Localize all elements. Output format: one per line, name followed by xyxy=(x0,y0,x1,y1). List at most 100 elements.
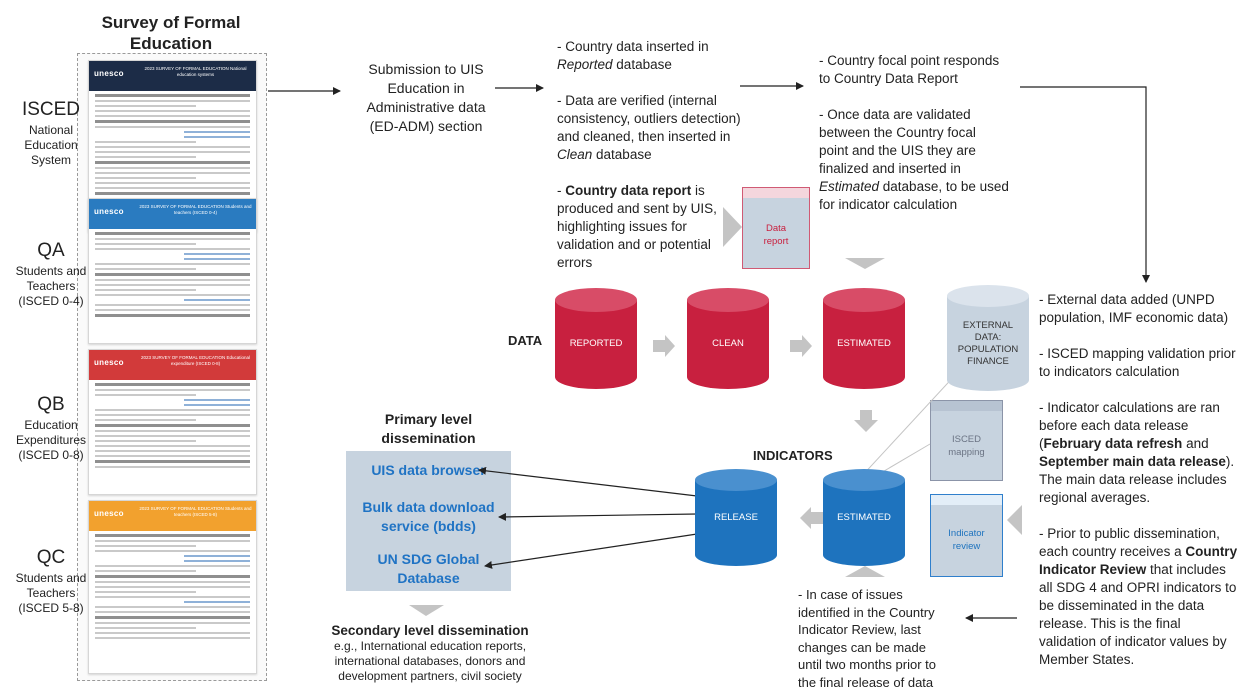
survey-doc-isced: unesco 2023 SURVEY OF FORMAL EDUCATION N… xyxy=(88,60,257,232)
focal-line: finalized and inserted in xyxy=(819,161,961,176)
note-line: Indicator Review xyxy=(1039,562,1147,577)
bulk-data-download-link[interactable]: Bulk data download xyxy=(362,499,495,515)
external-db-label: EXTERNAL DATA: POPULATION FINANCE xyxy=(947,320,1029,368)
focal-line: to Country Data Report xyxy=(819,71,958,86)
survey-doc-header: unesco 2023 SURVEY OF FORMAL EDUCATION N… xyxy=(89,61,256,91)
issues-line: Indicator Review, last xyxy=(798,622,921,637)
section-desc-line: Students and xyxy=(15,264,87,278)
submission-line: (ED-ADM) section xyxy=(369,118,483,134)
arrow-release-to-sdg xyxy=(484,533,698,569)
data-report-line: report xyxy=(763,236,789,247)
survey-title-line1: Survey of Formal xyxy=(101,13,241,32)
section-desc-line: Education xyxy=(24,418,78,432)
survey-doc-qb: unesco 2023 SURVEY OF FORMAL EDUCATION E… xyxy=(88,349,257,495)
section-desc-line: (ISCED 0-8) xyxy=(18,448,84,462)
unesco-logo: unesco xyxy=(94,207,124,216)
process-line: errors xyxy=(557,255,593,270)
section-code: QB xyxy=(37,394,65,415)
process-line: validation and or potential xyxy=(557,237,711,252)
un-sdg-global-database-link-line2[interactable]: Database xyxy=(397,570,460,586)
arrow-focal-to-notes xyxy=(1020,86,1150,283)
issues-line: the final release of data xyxy=(798,674,934,690)
primary-title-line: Primary level xyxy=(384,411,473,427)
issues-line: identified in the Country xyxy=(798,604,935,620)
arrow-release-to-bdds xyxy=(498,512,698,521)
note-line: February data refresh xyxy=(1043,436,1183,451)
process-line: - Country data inserted in xyxy=(557,39,709,54)
focal-line: point and the UIS they are xyxy=(819,143,976,158)
survey-doc-header: unesco 2023 SURVEY OF FORMAL EDUCATION S… xyxy=(89,501,256,531)
note-line: population, IMF economic data) xyxy=(1039,310,1229,325)
survey-doc-header: unesco 2023 SURVEY OF FORMAL EDUCATION E… xyxy=(89,350,256,380)
focal-line: for indicator calculation xyxy=(819,197,958,212)
note-line: be disseminated in the data xyxy=(1039,598,1205,613)
release-db-label: RELEASE xyxy=(714,512,758,523)
grey-arrow-up-from-issues xyxy=(845,566,885,577)
external-db-line: EXTERNAL xyxy=(962,320,1014,331)
section-desc-line: (ISCED 5-8) xyxy=(18,601,84,615)
grey-arrow-clean-to-estimated xyxy=(790,335,812,357)
process-line: and cleaned, then inserted in xyxy=(557,129,731,144)
bulk-data-download-link-line2[interactable]: service (bdds) xyxy=(381,518,476,534)
section-desc-line: National xyxy=(28,123,74,137)
note-line: all SDG 4 and OPRI indicators to xyxy=(1039,580,1237,595)
note-line: each country receives a xyxy=(1039,544,1186,559)
qc-section-label: QC Students and Teachers (ISCED 5-8) xyxy=(12,545,90,616)
unesco-logo: unesco xyxy=(94,358,124,367)
section-code: QC xyxy=(36,547,66,568)
section-desc-line: Students and xyxy=(15,571,87,585)
isced-mapping-label: ISCED mapping xyxy=(931,433,1002,459)
note-line: validation of indicator values by xyxy=(1039,634,1227,649)
survey-documents-panel: unesco 2023 SURVEY OF FORMAL EDUCATION N… xyxy=(77,53,267,681)
issues-line: until two months prior to xyxy=(798,657,937,672)
process-line: produced and sent by UIS, xyxy=(557,201,717,216)
section-desc-line: (ISCED 0-4) xyxy=(18,294,84,308)
grey-arrow-to-secondary xyxy=(409,605,444,616)
external-db-line: FINANCE xyxy=(967,356,1009,367)
focal-line: - Country focal point responds xyxy=(819,53,1000,68)
note-line: Country xyxy=(1185,544,1238,559)
primary-dissemination-box: UIS data browser Bulk data download serv… xyxy=(346,451,511,591)
focal-point-notes: - Country focal point responds to Countr… xyxy=(819,52,1024,214)
note-line: to indicators calculation xyxy=(1039,364,1180,379)
process-line: - xyxy=(557,183,566,198)
submission-line: Education in xyxy=(387,80,465,96)
submission-line: Submission to UIS xyxy=(368,61,484,77)
issues-note: - In case of issues identified in the Co… xyxy=(798,586,970,691)
note-line: - Prior to public dissemination, xyxy=(1039,526,1220,541)
line-mapping-to-estimated xyxy=(861,443,931,485)
secondary-title: Secondary level dissemination xyxy=(331,623,529,638)
external-db-line: DATA: xyxy=(974,332,1002,343)
submission-line: Administrative data xyxy=(366,99,486,115)
reported-db-label: REPORTED xyxy=(569,338,623,349)
indicators-estimated-db-label: ESTIMATED xyxy=(837,512,891,523)
section-desc-line: Teachers xyxy=(26,586,76,600)
note-line: - External data added (UNPD xyxy=(1039,292,1215,307)
note-line: ( xyxy=(1039,436,1044,451)
survey-title: Survey of Formal Education xyxy=(77,12,265,54)
indicator-review-line: Indicator xyxy=(948,528,985,539)
note-line: The main data release includes xyxy=(1039,472,1227,487)
submission-text: Submission to UIS Education in Administr… xyxy=(352,60,500,136)
un-sdg-global-database-link[interactable]: UN SDG Global xyxy=(377,551,480,567)
note-line: and xyxy=(1182,436,1209,451)
survey-doc-title: 2023 SURVEY OF FORMAL EDUCATION Students… xyxy=(139,204,252,215)
primary-dissemination-title: Primary level dissemination xyxy=(346,410,511,448)
indicator-review-label: Indicator review xyxy=(931,527,1002,553)
focal-line: Estimated xyxy=(819,179,880,194)
data-report-label: Data report xyxy=(743,222,809,248)
process-line: consistency, outliers detection) xyxy=(557,111,741,126)
uis-data-browser-link[interactable]: UIS data browser xyxy=(371,462,486,478)
survey-title-line2: Education xyxy=(129,34,213,53)
data-report-doc: Data report xyxy=(742,187,810,269)
section-code: ISCED xyxy=(21,99,81,120)
arrow-release-to-browser xyxy=(478,466,698,497)
note-line: that includes xyxy=(1146,562,1226,577)
isced-mapping-doc: ISCED mapping xyxy=(930,400,1003,481)
clean-db-label: CLEAN xyxy=(712,338,744,349)
focal-line: - Once data are validated xyxy=(819,107,971,122)
focal-line: database, to be used xyxy=(879,179,1009,194)
data-row-label: DATA xyxy=(508,333,543,348)
process-line: highlighting issues for xyxy=(557,219,687,234)
isced-mapping-line: ISCED xyxy=(951,434,982,445)
